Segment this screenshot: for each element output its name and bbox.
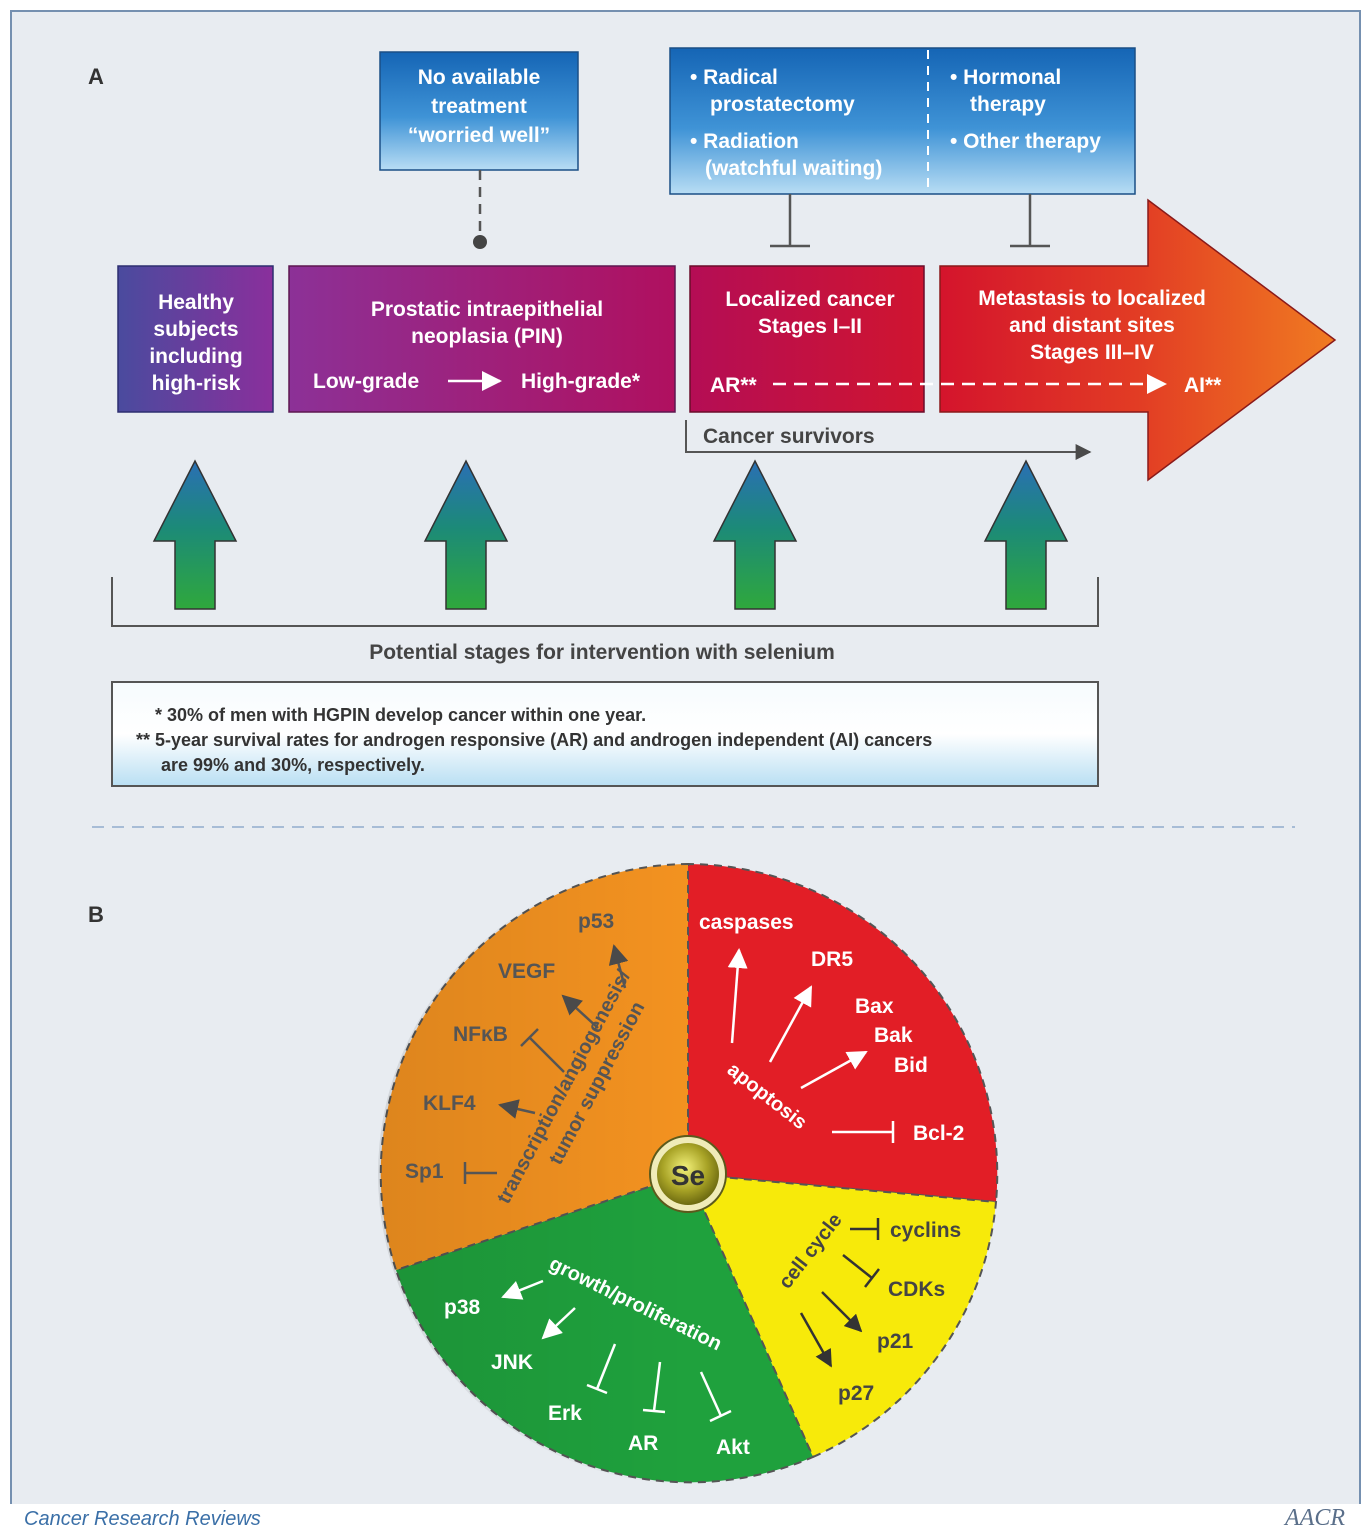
- bcl2-label: Bcl-2: [913, 1122, 964, 1145]
- erk-label: Erk: [548, 1402, 582, 1425]
- p38-label: p38: [444, 1296, 481, 1319]
- panel-b-label: B: [88, 902, 104, 927]
- caspases-label: caspases: [699, 911, 794, 934]
- therapy-inhibition-right: [1010, 194, 1050, 248]
- ar-inhibition: [642, 1361, 666, 1414]
- ai-label: AI**: [1184, 374, 1222, 397]
- erk-inhibition: [586, 1343, 617, 1395]
- p27-arrow: [799, 1312, 833, 1368]
- nfkb-inhibition: [520, 1028, 565, 1073]
- intervention-arrow-4: [983, 459, 1069, 610]
- other-therapy: • Other therapy: [950, 130, 1101, 153]
- healthy-line-2: subjects: [153, 318, 238, 341]
- healthy-line-1: Healthy: [158, 291, 234, 314]
- vegf-arrow: [561, 994, 599, 1029]
- localized-line-2: Stages I–II: [758, 315, 862, 338]
- intervention-bracket: [111, 577, 1099, 627]
- sp1-inhibition: [463, 1162, 497, 1184]
- publisher-logo: AACR: [1285, 1505, 1345, 1531]
- nfkb-label: NFκB: [453, 1023, 508, 1046]
- intervention-arrow-3: [712, 459, 798, 610]
- no-treatment-line-1: No available: [418, 66, 541, 89]
- healthy-line-4: high-risk: [152, 372, 241, 395]
- worried-well-dot: [473, 235, 487, 249]
- panel-a-label: A: [88, 64, 104, 89]
- akt-label: Akt: [716, 1436, 750, 1459]
- p21-arrow: [821, 1291, 863, 1333]
- selenium-center: Se: [649, 1135, 727, 1213]
- radical-line-2: prostatectomy: [710, 93, 855, 116]
- metastasis-line-1: Metastasis to localized: [978, 287, 1206, 310]
- jnk-label: JNK: [491, 1351, 533, 1374]
- cyclins-inhibition: [850, 1218, 880, 1240]
- jnk-arrow: [541, 1307, 576, 1340]
- no-treatment-line-2: treatment: [431, 95, 527, 118]
- klf4-arrow: [498, 1099, 536, 1119]
- radiation-line-2: (watchful waiting): [705, 157, 882, 180]
- dr5-arrow: [768, 985, 813, 1063]
- cancer-survivors-label: Cancer survivors: [703, 425, 875, 448]
- sp1-label: Sp1: [405, 1160, 444, 1183]
- bax-arrow: [800, 1050, 868, 1090]
- ar-growth-label: AR: [628, 1432, 658, 1455]
- akt-inhibition: [699, 1371, 732, 1423]
- hormonal-line-2: therapy: [970, 93, 1046, 116]
- intervention-label: Potential stages for intervention with s…: [369, 641, 835, 664]
- footnote-1: * 30% of men with HGPIN develop cancer w…: [155, 705, 646, 725]
- bak-label: Bak: [874, 1024, 913, 1047]
- pin-high-grade: High-grade*: [521, 370, 641, 393]
- intervention-arrow-2: [423, 459, 509, 610]
- selenium-symbol: Se: [671, 1160, 705, 1191]
- radical-line-1: • Radical: [690, 66, 778, 89]
- footnote-box: * 30% of men with HGPIN develop cancer w…: [111, 681, 1099, 787]
- no-treatment-box: No available treatment “worried well”: [379, 51, 579, 171]
- localized-stage: Localized cancer Stages I–II AR**: [689, 265, 925, 413]
- bax-label: Bax: [855, 995, 894, 1018]
- footnote-2b: are 99% and 30%, respectively.: [161, 755, 425, 775]
- caspases-arrow: [727, 948, 748, 1044]
- therapies-box: • Radical prostatectomy • Radiation (wat…: [669, 47, 1136, 195]
- p53-arrow: [608, 944, 629, 989]
- pin-stage: Prostatic intraepithelial neoplasia (PIN…: [288, 265, 676, 413]
- bid-label: Bid: [894, 1054, 928, 1077]
- p38-arrow: [501, 1279, 544, 1300]
- pin-low-grade: Low-grade: [313, 370, 419, 393]
- footnote-2a: ** 5-year survival rates for androgen re…: [136, 730, 932, 750]
- cancer-survivors-arrow: [685, 420, 1092, 460]
- metastasis-stage: Metastasis to localized and distant site…: [939, 198, 1337, 482]
- localized-line-1: Localized cancer: [725, 288, 894, 311]
- metastasis-line-2: and distant sites: [1009, 314, 1175, 337]
- healthy-stage: Healthy subjects including high-risk: [117, 265, 274, 413]
- cdks-label: CDKs: [888, 1278, 945, 1301]
- p21-label: p21: [877, 1330, 914, 1353]
- ar-label: AR**: [710, 374, 758, 397]
- intervention-arrow-1: [152, 459, 238, 610]
- p53-label: p53: [578, 910, 614, 933]
- journal-name: Cancer Research Reviews: [24, 1508, 261, 1530]
- cyclins-label: cyclins: [890, 1219, 961, 1242]
- p27-label: p27: [838, 1382, 874, 1405]
- pin-line-2: neoplasia (PIN): [411, 325, 563, 348]
- cdks-inhibition: [842, 1254, 880, 1288]
- metastasis-line-3: Stages III–IV: [1030, 341, 1154, 364]
- therapy-inhibition-left: [770, 194, 810, 248]
- klf4-label: KLF4: [423, 1092, 476, 1115]
- dr5-label: DR5: [811, 948, 853, 971]
- no-treatment-line-3: “worried well”: [408, 124, 550, 147]
- vegf-label: VEGF: [498, 960, 555, 983]
- radiation-line-1: • Radiation: [690, 130, 799, 153]
- hormonal-line-1: • Hormonal: [950, 66, 1061, 89]
- pin-line-1: Prostatic intraepithelial: [371, 298, 603, 321]
- healthy-line-3: including: [149, 345, 242, 368]
- bcl2-inhibition: [832, 1121, 895, 1143]
